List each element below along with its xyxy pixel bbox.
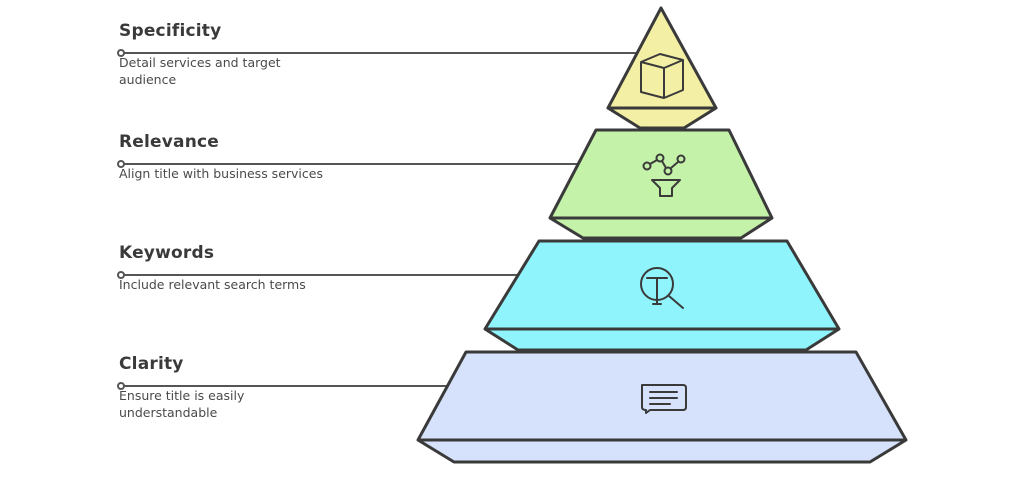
tier-specificity-base: [606, 106, 718, 130]
tier-specificity: [606, 6, 718, 130]
tier-clarity-base: [417, 438, 907, 464]
level-title-relevance: Relevance: [119, 132, 220, 152]
level-desc-clarity: Ensure title is easily understandable: [119, 388, 245, 420]
tier-relevance-base: [549, 216, 773, 240]
connector-dot-keywords: [117, 271, 125, 279]
tier-keywords: [483, 239, 841, 352]
level-desc-keywords: Include relevant search terms: [119, 277, 306, 292]
connector-lines: [117, 49, 636, 390]
level-desc-specificity: Detail services and target audience: [119, 55, 281, 87]
level-title-keywords: Keywords: [119, 243, 215, 263]
level-clarity: Clarity Ensure title is easily understan…: [119, 354, 419, 421]
level-desc-relevance: Align title with business services: [119, 166, 323, 181]
tier-keywords-fill: [485, 241, 839, 350]
funnel-network-icon: [642, 153, 686, 197]
box-icon: [640, 53, 684, 99]
connector-dot-relevance: [117, 160, 125, 168]
level-title-specificity: Specificity: [119, 21, 222, 41]
tier-relevance-fill: [550, 130, 772, 238]
level-relevance: Relevance Align title with business serv…: [119, 132, 419, 182]
text-search-icon: [640, 267, 684, 309]
level-keywords: Keywords Include relevant search terms: [119, 243, 419, 293]
tier-clarity: [416, 350, 908, 464]
tier-keywords-base: [484, 327, 840, 352]
tier-relevance: [548, 128, 774, 240]
connector-dot-clarity: [117, 382, 125, 390]
level-specificity: Specificity Detail services and target a…: [119, 21, 419, 88]
level-title-clarity: Clarity: [119, 354, 184, 374]
message-icon: [641, 384, 687, 414]
tier-clarity-fill: [418, 352, 906, 462]
connector-dot-specificity: [117, 49, 125, 57]
